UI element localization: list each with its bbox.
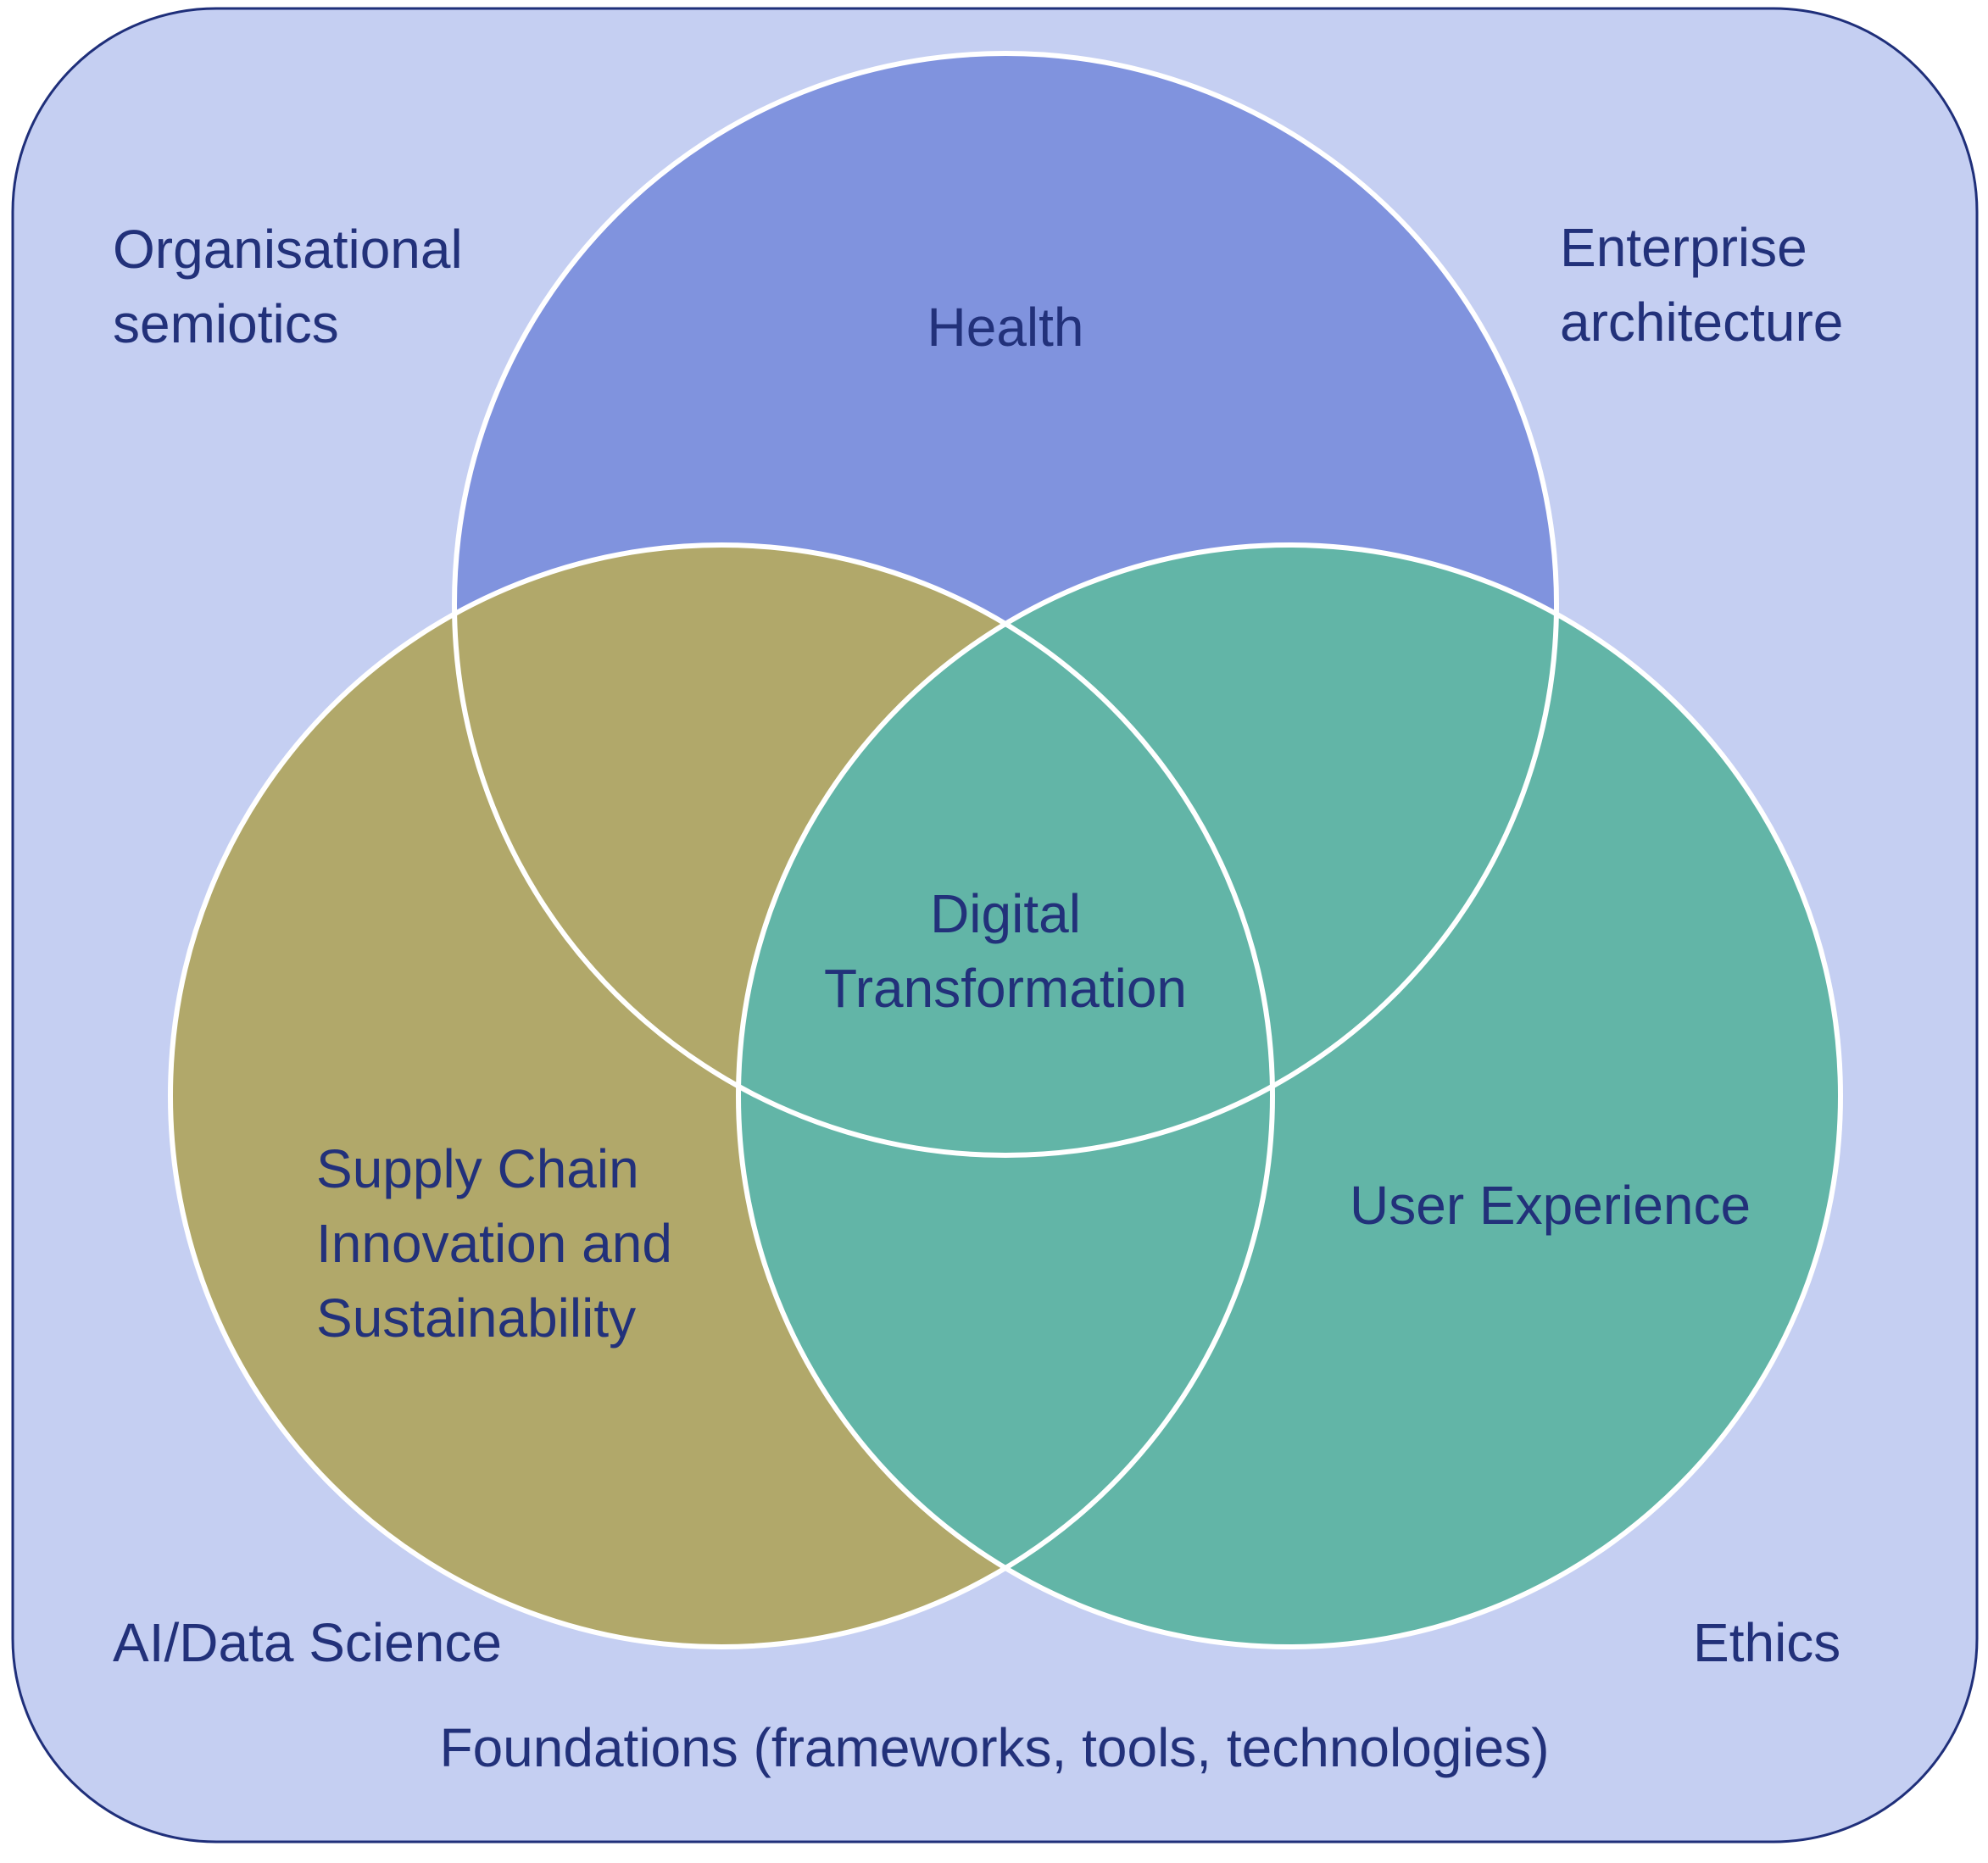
user-experience-circle: [738, 545, 1840, 1647]
health-circle-outline: [452, 51, 1559, 1158]
label-ai-data-science: AI/Data Science: [113, 1612, 502, 1673]
label-enterprise-architecture: Enterprise architecture: [1560, 217, 1844, 353]
label-digital-transformation: Digital Transformation: [824, 883, 1187, 1019]
supply-chain-circle-outline: [168, 542, 1275, 1649]
label-supply-chain: Supply Chain Innovation and Sustainabili…: [316, 1138, 672, 1349]
label-organisational-semiotics: Organisational semiotics: [113, 219, 463, 354]
label-ethics: Ethics: [1693, 1612, 1841, 1673]
label-foundations: Foundations (frameworks, tools, technolo…: [439, 1717, 1550, 1778]
label-user-experience: User Experience: [1350, 1175, 1751, 1236]
label-health: Health: [927, 297, 1084, 358]
user-experience-circle-outline: [736, 542, 1843, 1649]
